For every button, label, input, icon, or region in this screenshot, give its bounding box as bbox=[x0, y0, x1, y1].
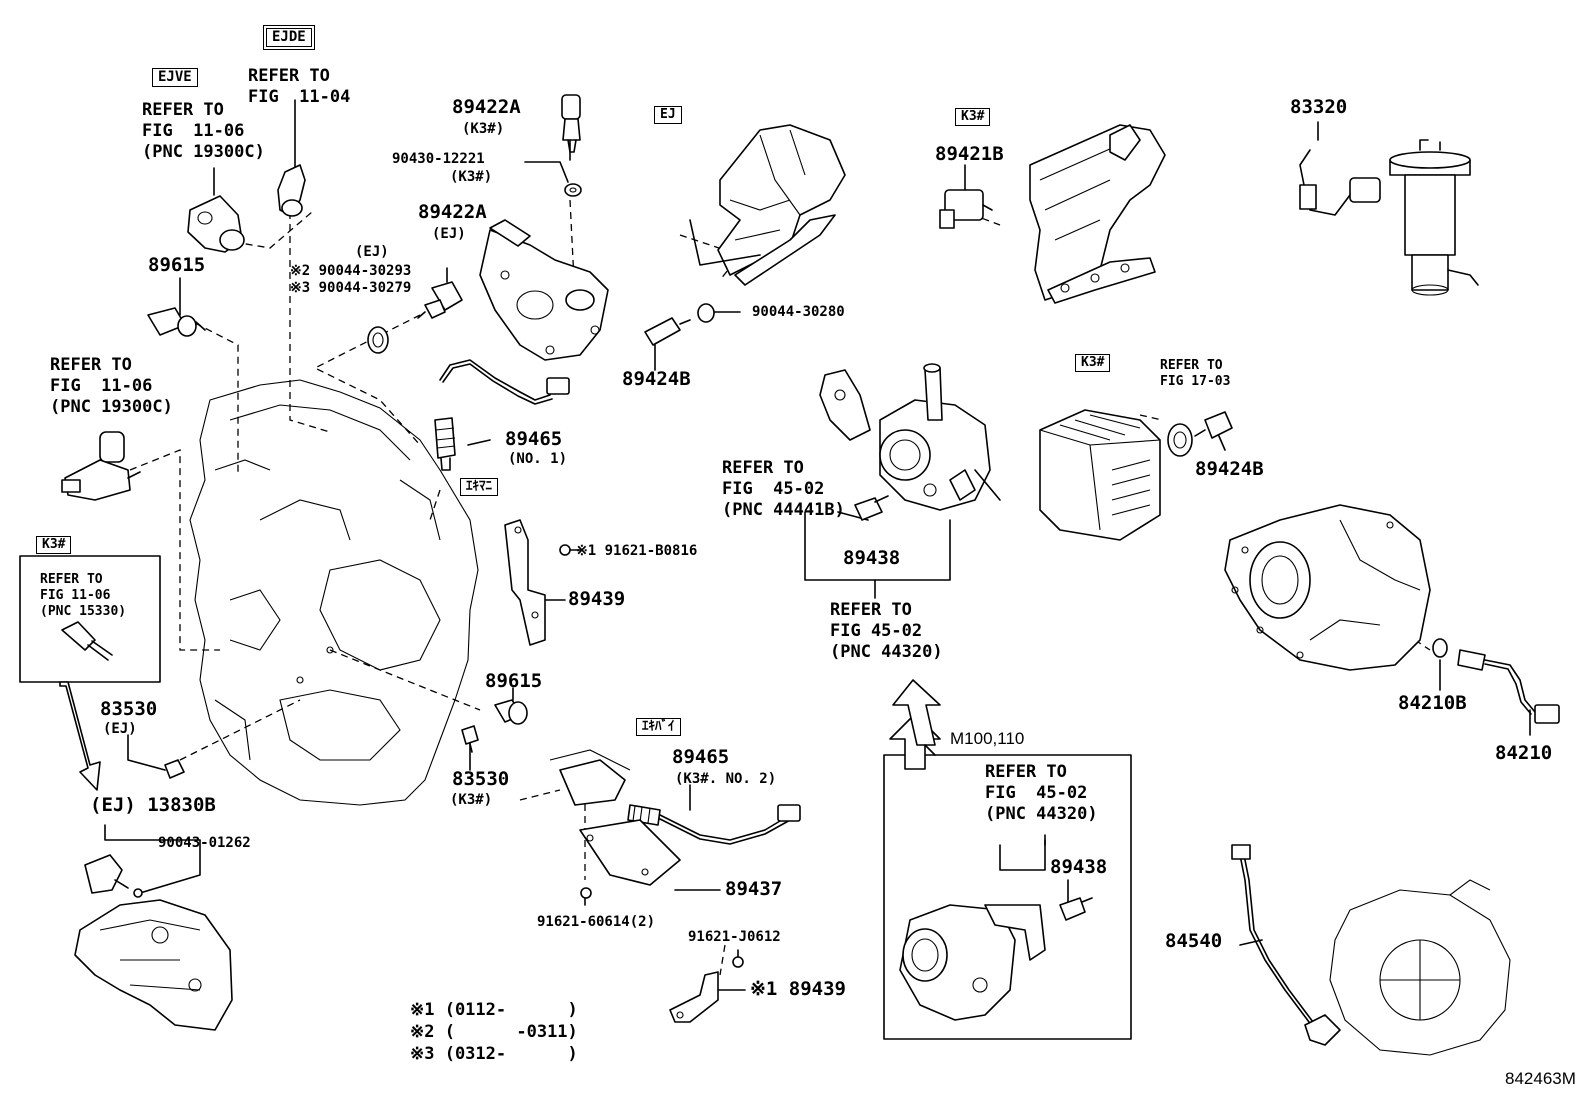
fuel-sender-83320-drawing bbox=[1299, 139, 1479, 296]
part-89422a-top: 89422A bbox=[452, 96, 521, 118]
part-90044-30293: ※2 90044-30293 bbox=[290, 263, 412, 279]
note-2: ※2 ( -0311) bbox=[410, 1022, 578, 1042]
sensor-89615-lower-drawing bbox=[494, 699, 528, 725]
oxygen-sensor-2-drawing bbox=[549, 749, 801, 899]
k3-box-sensor-drawing bbox=[61, 621, 113, 661]
oxygen-sensor-1-drawing bbox=[434, 359, 570, 471]
tag-ekibai: ｴｷﾊﾞｲ bbox=[636, 718, 681, 737]
part-90044-30280: 90044-30280 bbox=[752, 304, 845, 320]
bracket-89439-lower-drawing bbox=[669, 956, 744, 1023]
part-89438-center: 89438 bbox=[843, 547, 901, 569]
part-83530-ej: 83530 bbox=[100, 698, 158, 720]
tag-k3-mid: K3# bbox=[1075, 354, 1111, 373]
part-83530-k3-variant: (K3#) bbox=[450, 792, 493, 808]
part-91621-60614: 91621-60614(2) bbox=[537, 914, 656, 930]
tag-k3-left: K3# bbox=[36, 536, 72, 555]
part-83320: 83320 bbox=[1290, 96, 1348, 118]
k3-hollow-arrow bbox=[59, 681, 101, 791]
part-91621-j0612: 91621-J0612 bbox=[688, 929, 781, 945]
part-83530-k3: 83530 bbox=[452, 768, 510, 790]
part-13830b: (EJ) 13830B bbox=[90, 794, 216, 816]
ref-fig-45-02-44320-center: REFER TO FIG 45-02 (PNC 44320) bbox=[830, 600, 943, 662]
ej-intake-manifold-drawing bbox=[689, 124, 846, 286]
throttle-body-center-drawing bbox=[819, 363, 1001, 511]
part-90043-01262: 90043-01262 bbox=[158, 835, 251, 851]
crank-sensor-left-drawing bbox=[61, 431, 141, 501]
throttle-body-m100-drawing bbox=[899, 897, 1093, 1021]
k3-intake-manifold-drawing bbox=[1029, 124, 1166, 304]
part-89438-m100: 89438 bbox=[1050, 856, 1108, 878]
ref-fig-45-02-44441b: REFER TO FIG 45-02 (PNC 44441B) bbox=[722, 458, 845, 520]
part-90430-variant: (K3#) bbox=[450, 169, 493, 185]
k3-refer-box bbox=[19, 555, 161, 683]
note-3: ※3 (0312- ) bbox=[410, 1044, 578, 1064]
part-89422a-top-variant: (K3#) bbox=[462, 121, 505, 137]
tag-ekimani: ｴｷﾏﾆ bbox=[460, 478, 498, 497]
solenoid-13830b-drawing bbox=[74, 854, 233, 1031]
part-91621-b0816: ※1 91621-B0816 bbox=[576, 543, 698, 559]
m100-box bbox=[883, 754, 1132, 1040]
ref-fig-17-03: REFER TO FIG 17-03 bbox=[1160, 358, 1231, 389]
ref-ejde-fig-11-04: REFER TO FIG 11-04 bbox=[248, 66, 351, 107]
part-89615-upper: 89615 bbox=[148, 254, 206, 276]
map-sensor-89421b-drawing bbox=[939, 189, 993, 229]
part-89422a-mid-variant: (EJ) bbox=[432, 226, 466, 242]
sensor-89424b-right-drawing bbox=[1167, 411, 1233, 457]
sensor-89615-upper-drawing bbox=[147, 307, 206, 337]
part-89465-no1: 89465 bbox=[505, 428, 563, 450]
part-90044-30279: ※3 90044-30279 bbox=[290, 280, 412, 296]
part-89422a-mid: 89422A bbox=[418, 201, 487, 223]
speed-sensor-84210-drawing bbox=[1432, 638, 1560, 724]
part-83530-ej-variant: (EJ) bbox=[103, 721, 137, 737]
ejde-cam-sensor-drawing bbox=[277, 164, 306, 217]
part-89437: 89437 bbox=[725, 878, 783, 900]
part-89424b-right: 89424B bbox=[1195, 458, 1264, 480]
part-89615-lower: 89615 bbox=[485, 670, 543, 692]
bracket-89439-upper-drawing bbox=[504, 519, 571, 646]
part-89465-no2: 89465 bbox=[672, 746, 730, 768]
sensor-83530-drawing bbox=[164, 725, 479, 779]
engine-block-drawing bbox=[189, 379, 479, 806]
tag-k3-top: K3# bbox=[955, 108, 991, 127]
part-89439-lower: ※1 89439 bbox=[750, 978, 846, 1000]
part-84210: 84210 bbox=[1495, 742, 1553, 764]
part-90044-variant-ej: (EJ) bbox=[355, 244, 389, 260]
part-89465-no1-variant: (NO. 1) bbox=[508, 451, 568, 467]
figure-id: 842463M bbox=[1505, 1069, 1576, 1088]
m100-110-title: M100,110 bbox=[950, 729, 1025, 748]
transaxle-lower-drawing bbox=[1231, 844, 1511, 1056]
gasket-90044-drawing bbox=[367, 326, 389, 354]
sensor-89438-center-drawing bbox=[854, 495, 889, 521]
part-89465-no2-variant: (K3#. NO. 2) bbox=[675, 771, 777, 787]
transaxle-case-drawing bbox=[1224, 504, 1431, 671]
ejve-cam-sensor-drawing bbox=[187, 195, 245, 253]
sensor-89422a-mid-drawing bbox=[417, 281, 463, 319]
note-1: ※1 (0112- ) bbox=[410, 1000, 578, 1020]
water-outlet-housing-drawing bbox=[479, 219, 609, 361]
leader-lines bbox=[104, 99, 1531, 991]
part-89424b-left: 89424B bbox=[622, 368, 691, 390]
tag-ejve: EJVE bbox=[152, 68, 198, 88]
ref-left-fig-11-06: REFER TO FIG 11-06 (PNC 19300C) bbox=[50, 355, 173, 417]
ref-ejve-fig-11-06: REFER TO FIG 11-06 (PNC 19300C) bbox=[142, 100, 265, 162]
part-90430-12221: 90430-12221 bbox=[392, 151, 485, 167]
tag-ejde: EJDE bbox=[263, 24, 315, 51]
part-84210b: 84210B bbox=[1398, 692, 1467, 714]
part-89421b: 89421B bbox=[935, 143, 1004, 165]
part-84540: 84540 bbox=[1165, 930, 1223, 952]
sensor-89424b-left-drawing bbox=[644, 303, 715, 346]
part-89439-upper: 89439 bbox=[568, 588, 626, 610]
sensor-89422a-top-drawing bbox=[561, 94, 582, 197]
tag-ej: EJ bbox=[654, 106, 682, 125]
k3-air-box-drawing bbox=[1039, 409, 1161, 541]
ref-k3-fig-11-06: REFER TO FIG 11-06 (PNC 15330) bbox=[40, 572, 127, 619]
ref-fig-45-02-44320-m100: REFER TO FIG 45-02 (PNC 44320) bbox=[985, 762, 1098, 824]
